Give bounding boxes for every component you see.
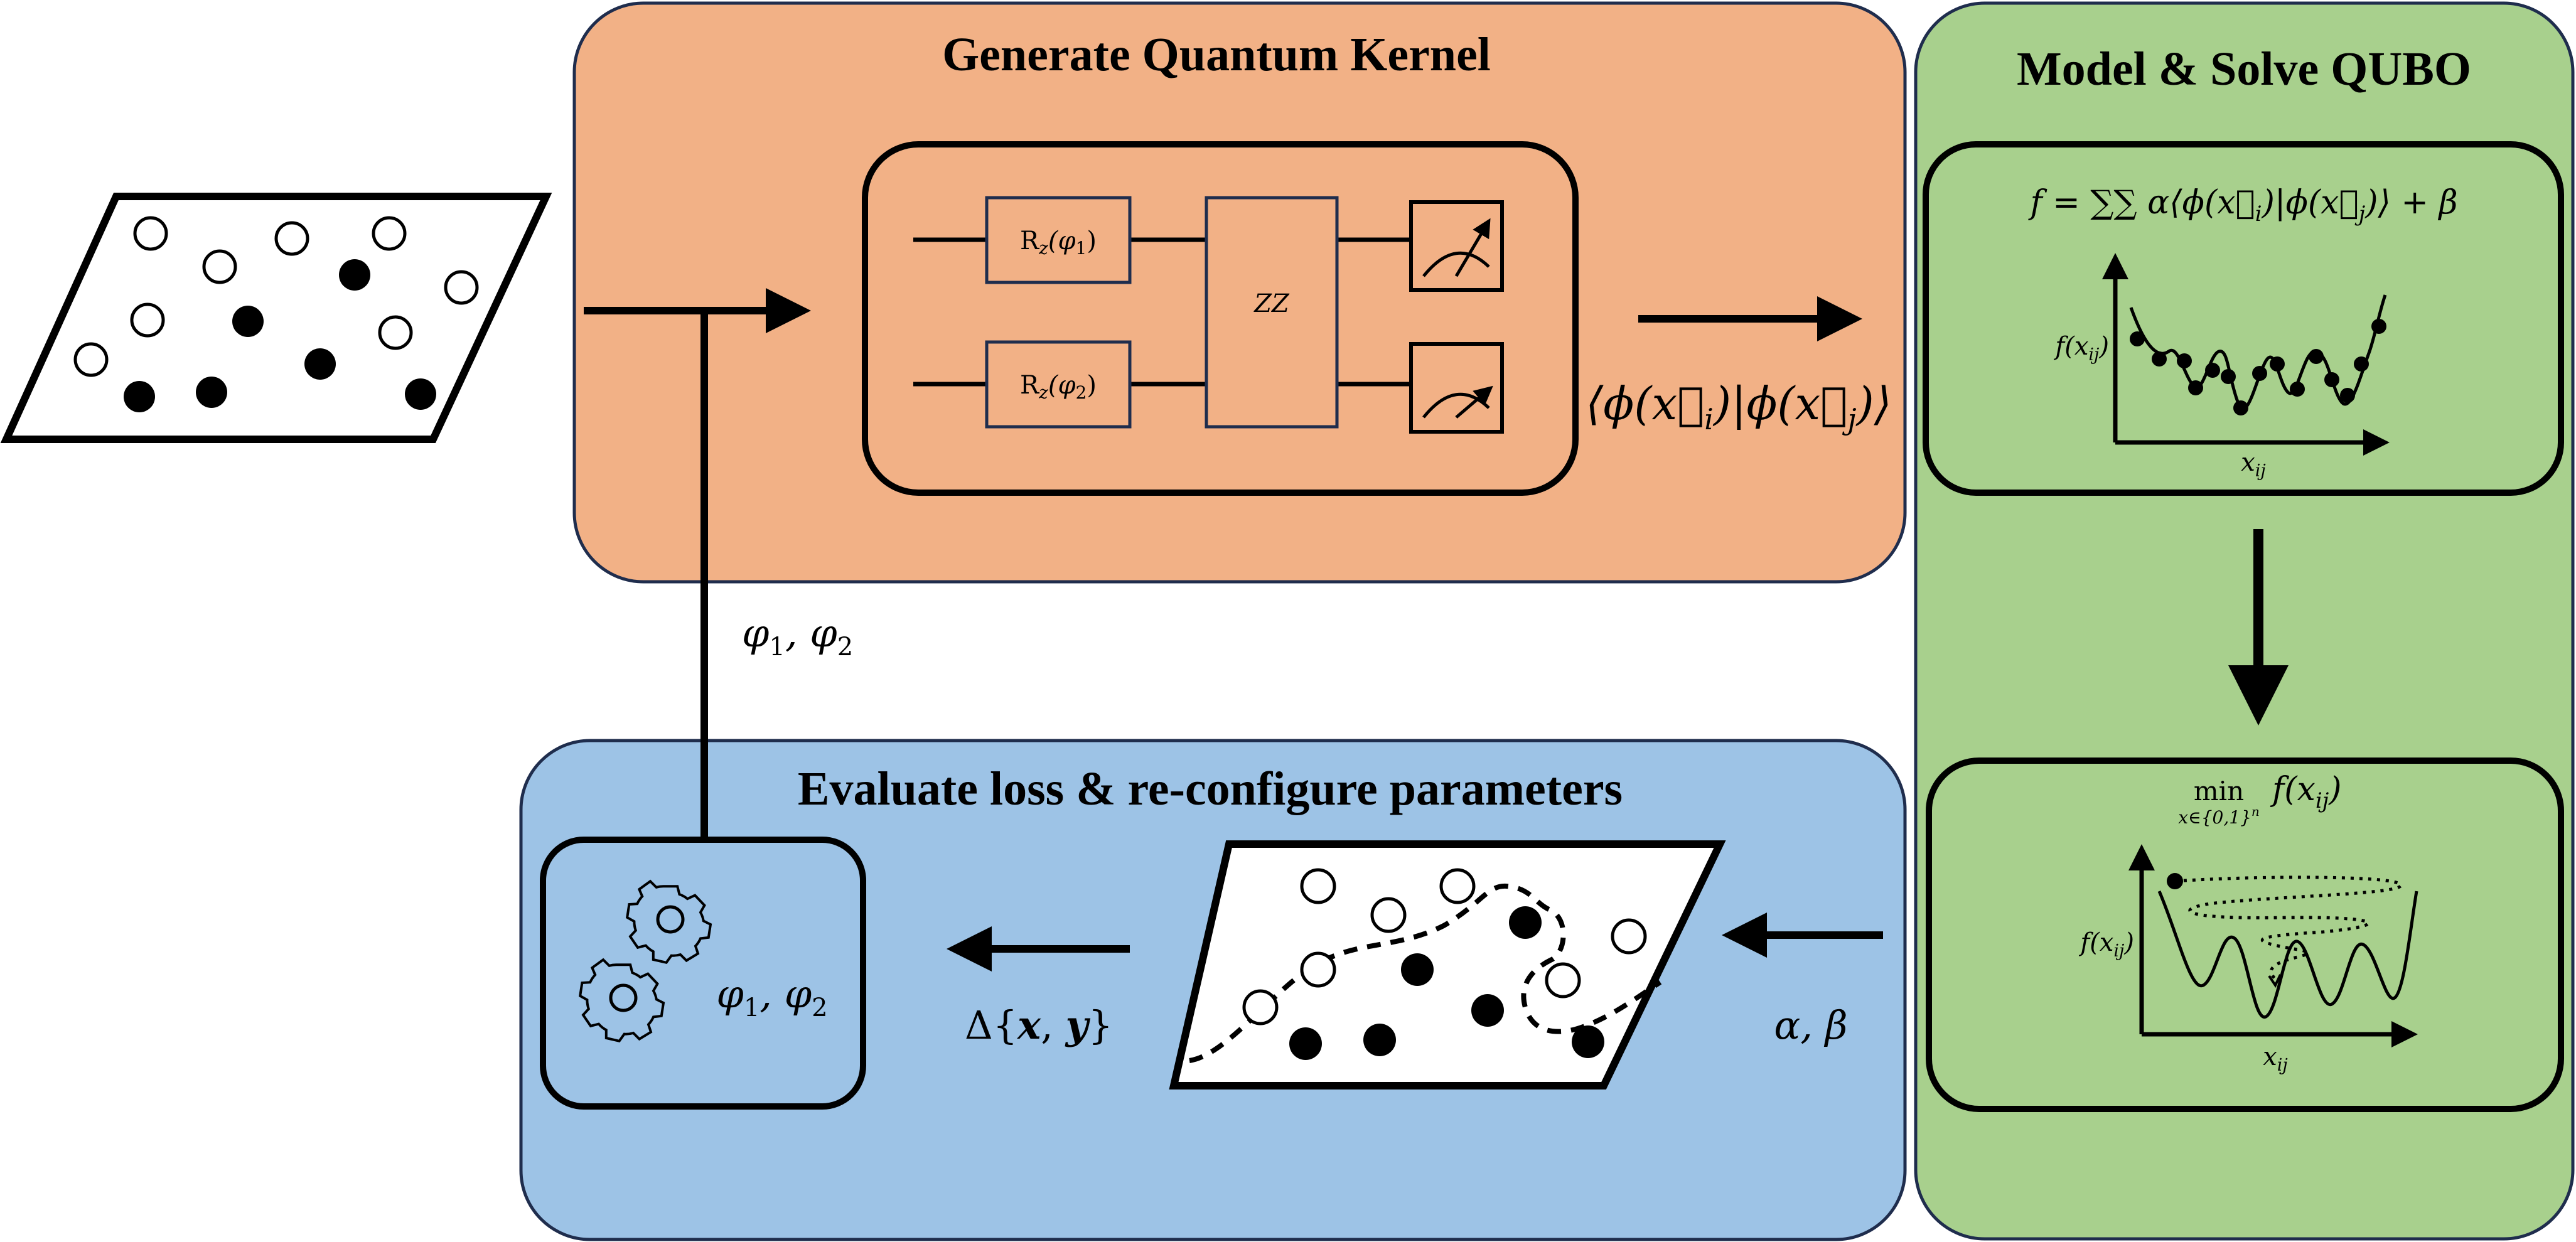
data-point-filled — [339, 259, 370, 291]
data-point-open — [274, 221, 309, 256]
measurement-meter-icon — [1409, 200, 1504, 292]
qubo-panel-title: Model & Solve QUBO — [2017, 43, 2471, 95]
qubo-solve-box — [1926, 758, 2564, 1112]
feedback-params-label: φ1, φ2 — [742, 610, 853, 661]
loss-panel: Evaluate loss & re-configure parameters … — [519, 739, 1907, 1241]
qubo-panel: Model & Solve QUBO f = ∑∑ α⟨ϕ(x⃗i)|ϕ(x⃗j… — [1914, 1, 2575, 1241]
rz-gate-1: Rz(φ1) — [985, 196, 1132, 284]
data-point-open — [130, 302, 165, 338]
data-point-open — [378, 315, 413, 350]
data-point-filled — [196, 377, 227, 408]
qubo-objective-formula: f = ∑∑ α⟨ϕ(x⃗i)|ϕ(x⃗j)⟩ + β — [2027, 184, 2457, 227]
svg-text:x∈{0,1}n: x∈{0,1}n — [2178, 804, 2260, 828]
data-point-filled — [232, 306, 264, 337]
data-point-filled — [304, 348, 336, 380]
svg-text:f(xij): f(xij) — [2270, 771, 2342, 813]
svg-text:f(xij): f(xij) — [2053, 332, 2109, 365]
gear-icon — [579, 958, 665, 1043]
svg-text:Rz(φ1): Rz(φ1) — [1020, 227, 1097, 259]
delta-xy-label: Δ{x, y} — [965, 1002, 1113, 1048]
kernel-inner-product: ⟨ϕ(x⃗i)|ϕ(x⃗j)⟩ — [1586, 377, 1892, 436]
svg-text:xij: xij — [2241, 448, 2266, 481]
qubo-solution-plot: f(xij) xij — [2078, 844, 2418, 1075]
alpha-beta-label: α, β — [1774, 1002, 1847, 1048]
data-point-open — [372, 216, 407, 251]
svg-text:xij: xij — [2263, 1042, 2288, 1075]
data-point-filled — [405, 378, 436, 410]
minimization-objective: min x∈{0,1}n f(xij) — [2178, 771, 2341, 828]
data-point-open — [202, 249, 237, 284]
qubo-model-box — [1923, 141, 2564, 496]
svg-text:Rz(φ2): Rz(φ2) — [1020, 371, 1097, 403]
svg-text:ZZ: ZZ — [1253, 289, 1290, 318]
qubo-landscape-plot: f(xij) xij — [2053, 253, 2390, 481]
zz-gate: ZZ — [1205, 196, 1339, 429]
optimizer-params: φ1, φ2 — [716, 971, 827, 1022]
data-point-filled — [124, 381, 155, 412]
svg-text:min: min — [2194, 776, 2244, 806]
rz-gate-2: Rz(φ2) — [985, 340, 1132, 429]
data-point-open — [133, 216, 168, 251]
gear-icon — [626, 879, 712, 965]
classified-dataset — [1169, 840, 1726, 1089]
kernel-panel-title: Generate Quantum Kernel — [942, 28, 1491, 81]
svg-text:f(xij): f(xij) — [2078, 928, 2134, 961]
circuit-box — [862, 141, 1579, 496]
data-point-open — [73, 342, 109, 377]
loss-panel-title: Evaluate loss & re-configure parameters — [798, 763, 1623, 815]
measurement-meter-icon — [1409, 342, 1504, 434]
kernel-panel: Generate Quantum Kernel Rz(φ1) Rz(φ2) — [572, 1, 1907, 584]
input-dataset — [0, 193, 552, 443]
data-point-open — [444, 270, 479, 305]
